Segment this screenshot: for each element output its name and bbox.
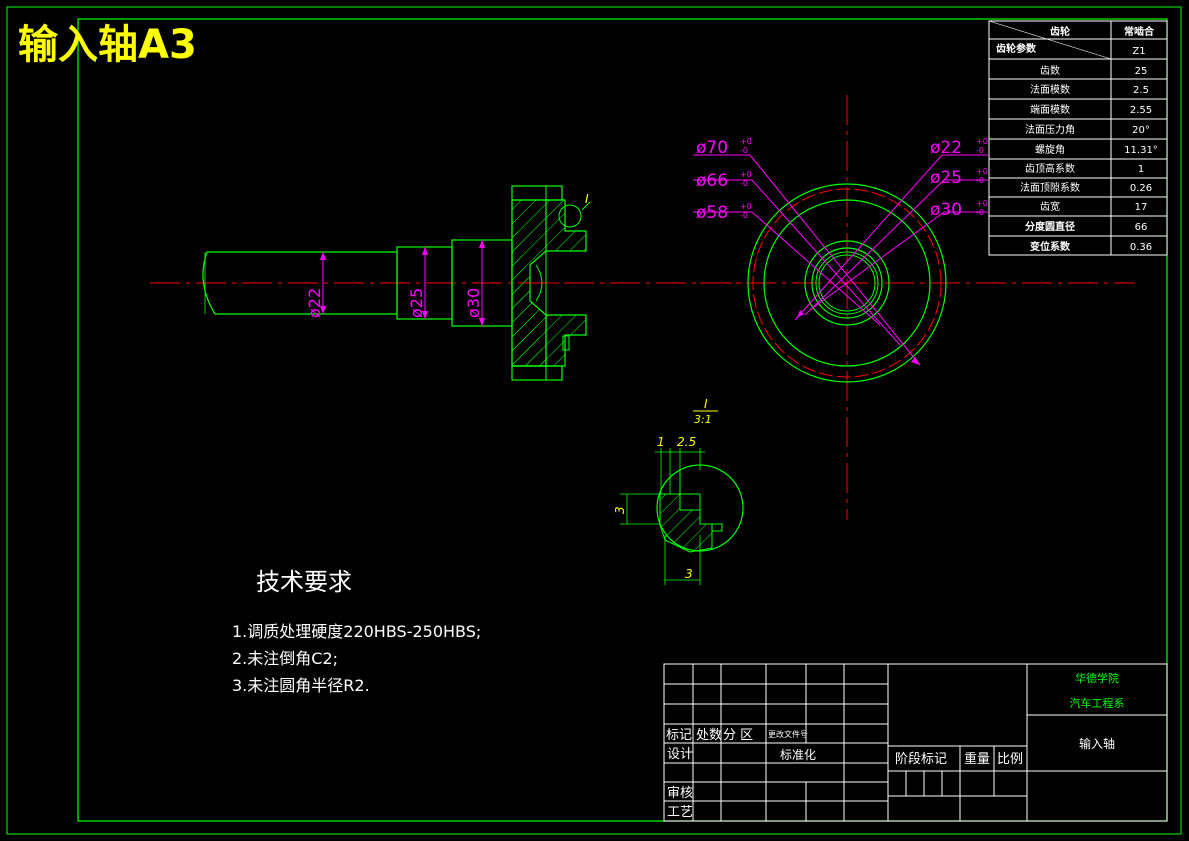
dim-front-70: ø70	[696, 138, 728, 158]
param-value: 0.36	[1130, 242, 1152, 253]
param-value: 0.26	[1130, 183, 1152, 194]
label-scale: 比例	[997, 752, 1023, 767]
tech-requirements: 技术要求 1.调质处理硬度220HBS-250HBS; 2.未注倒角C2; 3.…	[232, 568, 481, 695]
label-mark: 标记	[666, 728, 692, 743]
tolerance-upper: +0	[976, 167, 988, 176]
tech-item: 2.未注倒角C2;	[232, 649, 338, 668]
label-review: 审核	[667, 786, 693, 801]
drawing-title: 输入轴A3	[18, 22, 197, 68]
label-stage-mark: 阶段标记	[895, 752, 947, 767]
part-name: 输入轴	[1079, 736, 1115, 751]
param-label: 法面压力角	[1025, 123, 1075, 136]
label-design: 设计	[667, 747, 693, 762]
outer-border	[6, 6, 1182, 835]
dim-side-30: ø30	[464, 288, 483, 318]
label-count: 处数	[696, 728, 722, 743]
param-value: 2.5	[1133, 85, 1149, 96]
detail-dim-3-bottom: 3	[685, 567, 693, 581]
dim-front-22: ø22	[930, 138, 962, 158]
tolerance-lower: -0	[740, 179, 748, 188]
label-doc-no: 更改文件号	[768, 729, 808, 739]
title-block-text: 华德学院 汽车工程系 输入轴 标记 处数 分 区 更改文件号 设计 标准化 审核…	[666, 671, 1125, 820]
school-name: 华德学院	[1075, 671, 1119, 685]
label-process: 工艺	[667, 805, 693, 820]
tolerance-lower: -0	[976, 176, 984, 185]
detail-dim-2-5: 2.5	[677, 435, 696, 449]
param-value: 20°	[1132, 125, 1150, 136]
param-label: 螺旋角	[1035, 143, 1065, 156]
param-value: 1	[1138, 164, 1144, 175]
gear-params-table: 齿轮 常啮合 齿轮参数 Z1 齿数 25 法面模数 2.5 端面模数 2.55 …	[988, 20, 1168, 256]
dim-front-25: ø25	[930, 168, 962, 188]
detail-marker: I	[585, 192, 589, 206]
param-label: 法面模数	[1030, 83, 1070, 96]
tolerance-lower: -0	[740, 211, 748, 220]
tolerance-upper: +0	[740, 137, 752, 146]
table-subheader-right: Z1	[1132, 46, 1145, 57]
param-label: 变位系数	[1030, 240, 1071, 253]
shaft-front-view: ø70 ø66 ø58 ø22 ø25 ø30 +0 -0 +0 -0 +0 -…	[693, 95, 1135, 520]
detail-view: I 3:1 1 2.5 3 3	[613, 397, 744, 585]
dept-name: 汽车工程系	[1070, 696, 1125, 710]
dim-side-25: ø25	[407, 288, 426, 318]
label-zone: 分 区	[723, 728, 753, 743]
detail-dim-1: 1	[657, 435, 665, 449]
shaft-side-view: I ø22 ø25 ø30	[150, 185, 760, 381]
tolerance-upper: +0	[740, 202, 752, 211]
tolerance-upper: +0	[740, 170, 752, 179]
tolerance-lower: -0	[976, 146, 984, 155]
dim-side-22: ø22	[305, 288, 324, 318]
dim-front-30: ø30	[930, 200, 962, 220]
dim-front-58: ø58	[696, 203, 728, 223]
label-weight: 重量	[964, 751, 990, 767]
param-value: 17	[1135, 202, 1148, 213]
param-label: 法面顶隙系数	[1020, 181, 1080, 194]
title-block	[663, 663, 1168, 822]
label-standardize: 标准化	[780, 748, 816, 762]
param-label: 端面模数	[1030, 103, 1070, 116]
tech-heading: 技术要求	[256, 568, 352, 596]
tolerance-upper: +0	[976, 137, 988, 146]
tolerance-upper: +0	[976, 199, 988, 208]
detail-scale: 3:1	[694, 413, 712, 426]
param-value: 25	[1135, 66, 1148, 77]
table-header-left: 齿轮	[1050, 25, 1070, 38]
tech-item: 1.调质处理硬度220HBS-250HBS;	[232, 622, 481, 641]
inner-frame	[77, 18, 1168, 822]
param-label: 分度圆直径	[1025, 220, 1075, 233]
tolerance-lower: -0	[976, 208, 984, 217]
dim-front-66: ø66	[696, 171, 728, 191]
param-value: 66	[1135, 222, 1148, 233]
tolerance-lower: -0	[740, 146, 748, 155]
table-subheader-left: 齿轮参数	[996, 42, 1037, 55]
table-header-right: 常啮合	[1124, 25, 1155, 38]
param-value: 11.31°	[1124, 145, 1158, 156]
detail-dim-3-left: 3	[613, 506, 627, 514]
param-label: 齿宽	[1040, 200, 1060, 213]
tech-item: 3.未注圆角半径R2.	[232, 676, 370, 695]
detail-label: I	[704, 397, 708, 411]
param-label: 齿顶高系数	[1025, 162, 1075, 175]
param-label: 齿数	[1040, 64, 1060, 77]
param-value: 2.55	[1130, 105, 1152, 116]
tolerance-group: +0 -0 +0 -0 +0 -0 +0 -0 +0 -0 +0 -0	[740, 137, 988, 220]
